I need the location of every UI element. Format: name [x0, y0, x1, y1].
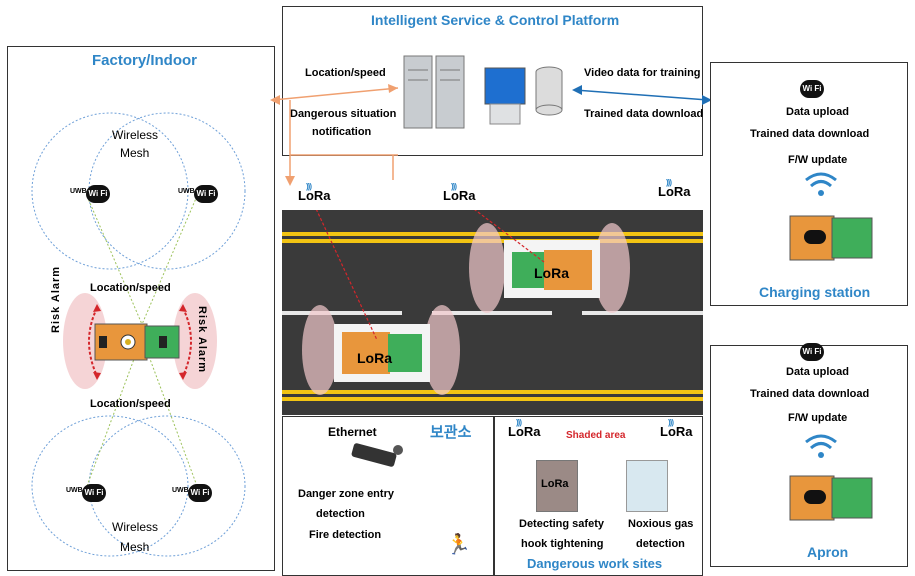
- apron-panel: [710, 345, 908, 567]
- road-drawing: [282, 210, 703, 401]
- platform-location-speed: Location/speed: [305, 67, 386, 79]
- camera-icon: [351, 443, 403, 467]
- safety-hook-image: [536, 460, 578, 512]
- wifi-icon: Wi Fi: [188, 484, 212, 502]
- storage-line-1: Danger zone entry: [298, 488, 394, 500]
- mesh-top-label-1: Wireless: [112, 128, 159, 142]
- caption-hook-1: Detecting safety: [519, 518, 604, 530]
- charging-cart: [789, 215, 873, 261]
- uwb-label: UWB: [70, 188, 87, 195]
- wifi-icon: Wi Fi: [800, 343, 824, 361]
- road-cart-1-green: [512, 252, 546, 288]
- lora-road-right: LoRa))): [658, 178, 691, 199]
- apron-title: Apron: [807, 544, 849, 560]
- mesh-top-label-2: Mesh: [120, 146, 150, 160]
- running-person-icon: 🏃: [446, 534, 471, 556]
- charging-station-panel: [710, 62, 908, 306]
- mesh-bottom-label-2: Mesh: [120, 540, 150, 554]
- uwb-label: UWB: [178, 188, 195, 195]
- factory-location-speed-bottom: Location/speed: [90, 398, 171, 410]
- risk-shade-left: [63, 293, 107, 389]
- ethernet-label: Ethernet: [328, 425, 377, 439]
- wifi-icon: Wi Fi: [82, 484, 106, 502]
- monitor-icon: [484, 67, 526, 105]
- road-cart-2-label: LoRa: [357, 350, 392, 366]
- wifi-icon: Wi Fi: [194, 185, 218, 203]
- factory-diagram: [31, 112, 246, 557]
- factory-indoor-panel: [7, 46, 275, 571]
- caption-gas-1: Noxious gas: [628, 518, 694, 530]
- road-cart-2-orange: [342, 332, 390, 374]
- uwb-label: UWB: [66, 487, 83, 494]
- lora-worksite-left: LoRa))): [508, 418, 541, 439]
- wifi-signal-icon: [805, 172, 837, 196]
- platform-danger-2: notification: [312, 126, 372, 138]
- road-cart-2-green: [388, 334, 422, 372]
- shaded-area-label: Shaded area: [566, 430, 626, 441]
- uwb-label: UWB: [172, 487, 189, 494]
- risk-shade-right: [173, 293, 217, 389]
- road-cart-1-label: LoRa: [534, 265, 569, 281]
- charging-station-title: Charging station: [759, 284, 871, 300]
- worksites-panel: [494, 416, 703, 576]
- lora-worksite-right: LoRa))): [660, 418, 693, 439]
- factory-location-speed-top: Location/speed: [90, 282, 171, 294]
- lora-label: LoRa: [658, 184, 691, 199]
- platform-video-training: Video data for training: [584, 67, 701, 79]
- server-icon: [435, 55, 465, 129]
- wifi-icon: Wi Fi: [800, 80, 824, 98]
- safety-hook-image-label: LoRa: [541, 478, 569, 490]
- mesh-ellipse-top-left: [31, 112, 189, 270]
- lora-label: LoRa: [443, 188, 476, 203]
- worksites-title: Dangerous work sites: [527, 556, 663, 571]
- charging-line-2: Trained data download: [750, 128, 870, 140]
- charging-line-1: Data upload: [786, 106, 849, 118]
- caption-gas-2: detection: [636, 538, 685, 550]
- apron-line-3: F/W update: [788, 412, 848, 424]
- mesh-ellipse-bottom-left: [31, 415, 189, 557]
- charging-line-3: F/W update: [788, 154, 848, 166]
- platform-trained-download: Trained data download: [584, 108, 704, 120]
- apron-line-2: Trained data download: [750, 388, 870, 400]
- lora-label: LoRa: [660, 424, 693, 439]
- lora-label: LoRa: [508, 424, 541, 439]
- wifi-icon: Wi Fi: [86, 185, 110, 203]
- wifi-signal-icon: [805, 434, 837, 458]
- caption-hook-2: hook tightening: [521, 538, 604, 550]
- mesh-bottom-label-1: Wireless: [112, 520, 159, 534]
- storage-korean-label: 보관소: [430, 424, 472, 441]
- platform-danger-1: Dangerous situation: [290, 108, 397, 120]
- apron-line-1: Data upload: [786, 366, 849, 378]
- lora-road-left: LoRa))): [298, 182, 331, 203]
- lora-label: LoRa: [298, 188, 331, 203]
- platform-title: Intelligent Service & Control Platform: [371, 12, 620, 28]
- storage-line-2: detection: [316, 508, 365, 520]
- apron-cart: [789, 475, 873, 521]
- gas-detection-image: [626, 460, 668, 512]
- factory-indoor-title: Factory/Indoor: [92, 52, 198, 69]
- server-icon: [403, 55, 433, 129]
- lora-road-middle: LoRa))): [443, 182, 476, 203]
- road-cart-1-orange: [544, 250, 592, 290]
- storage-line-3: Fire detection: [309, 529, 382, 541]
- storage-panel: [282, 416, 494, 576]
